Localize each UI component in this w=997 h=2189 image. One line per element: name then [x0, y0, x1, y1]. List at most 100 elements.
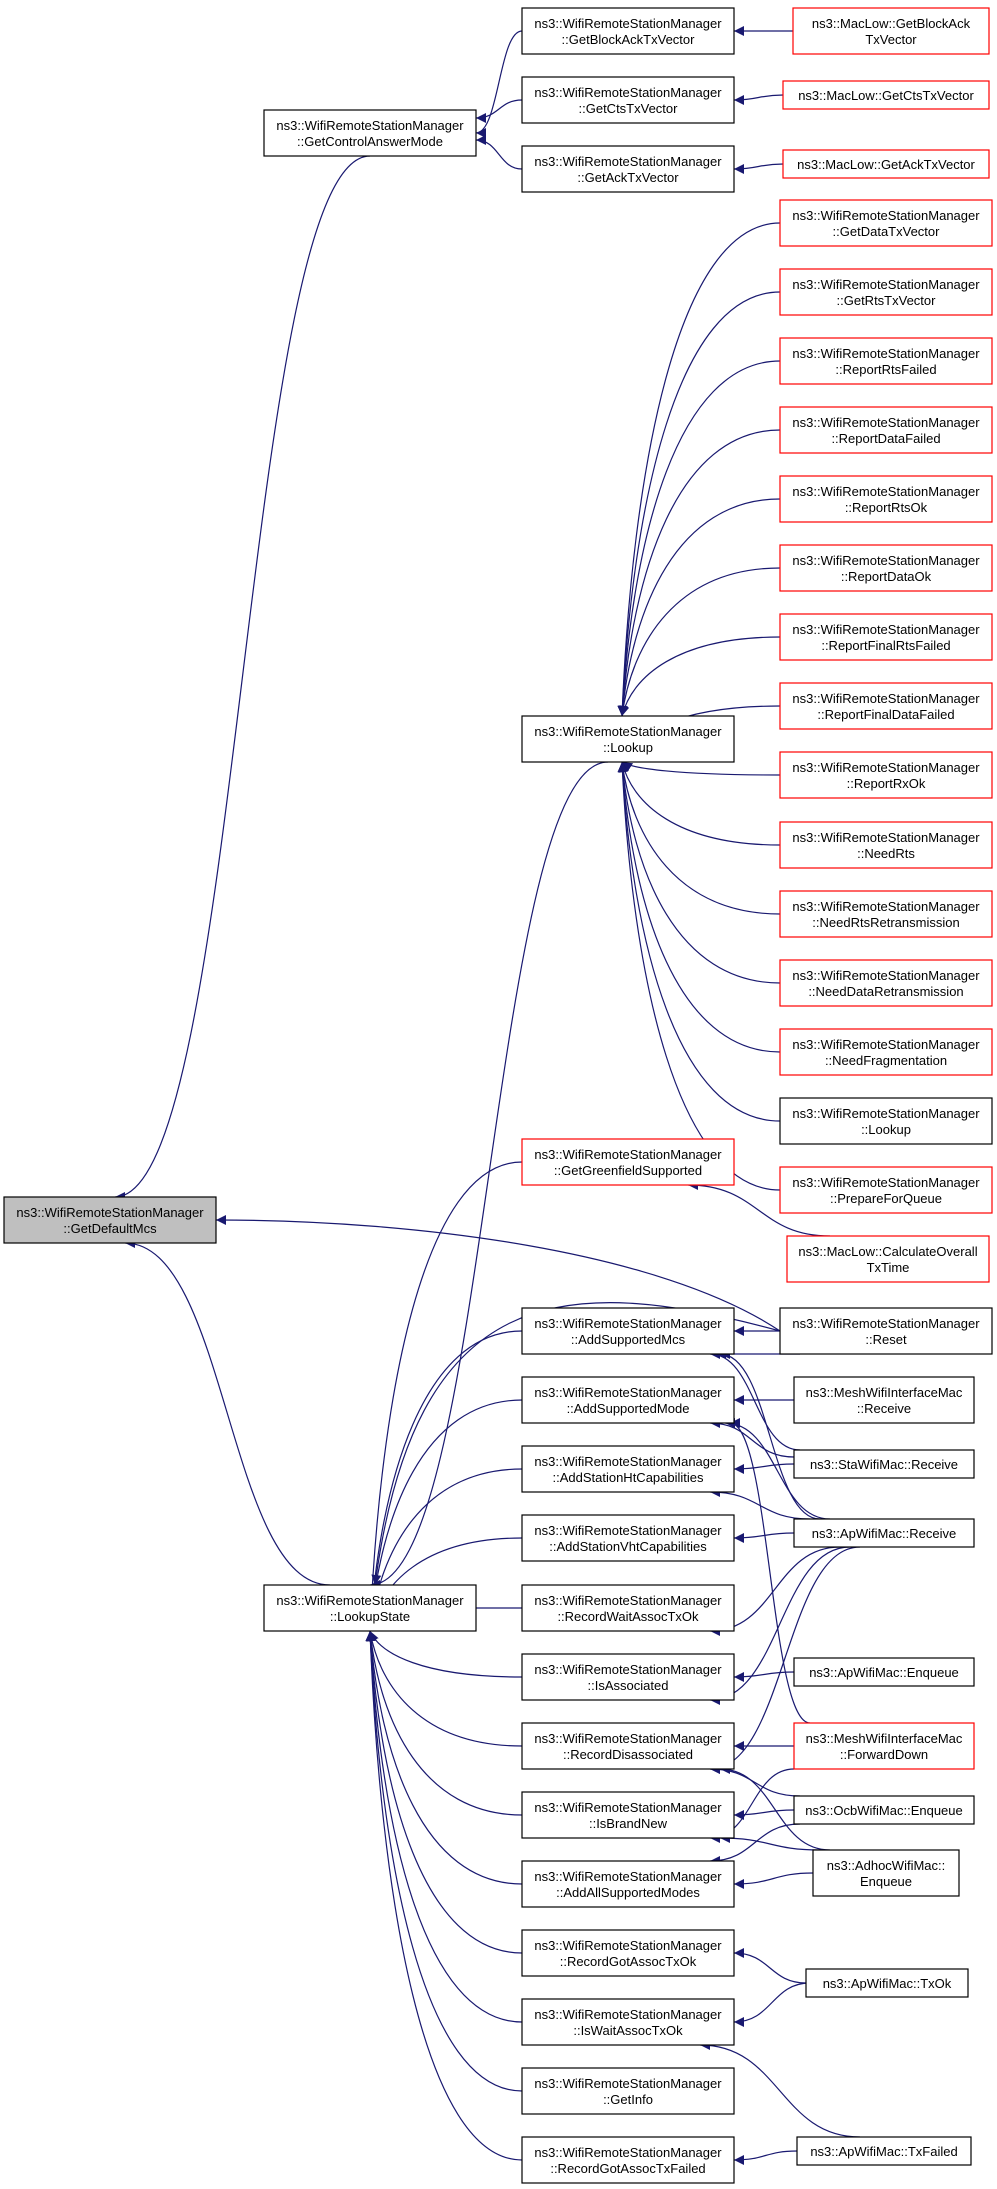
node-n38[interactable]: ns3::WifiRemoteStationManager::PrepareFo… [779, 1166, 993, 1214]
edge-n35-to-lookup [617, 761, 781, 984]
node-n7[interactable]: ns3::WifiRemoteStationManager::GetGreenf… [521, 1138, 735, 1186]
node-n10[interactable]: ns3::WifiRemoteStationManager::AddStatio… [521, 1445, 735, 1493]
node-n16[interactable]: ns3::WifiRemoteStationManager::AddAllSup… [521, 1860, 735, 1908]
node-n30[interactable]: ns3::WifiRemoteStationManager::ReportFin… [779, 613, 993, 661]
node-n37[interactable]: ns3::WifiRemoteStationManager::Lookup [779, 1097, 993, 1145]
edge-n14-to-lookupstate [366, 1630, 523, 1747]
node-label: TxTime [867, 1260, 910, 1275]
node-n8[interactable]: ns3::WifiRemoteStationManager::AddSuppor… [521, 1307, 735, 1355]
node-label: ::PrepareForQueue [830, 1191, 942, 1206]
node-n31[interactable]: ns3::WifiRemoteStationManager::ReportFin… [779, 682, 993, 730]
node-n15[interactable]: ns3::WifiRemoteStationManager::IsBrandNe… [521, 1791, 735, 1839]
node-n13[interactable]: ns3::WifiRemoteStationManager::IsAssocia… [521, 1653, 735, 1701]
node-box [779, 475, 993, 523]
node-box [779, 959, 993, 1007]
node-label: ns3::WifiRemoteStationManager [534, 1731, 722, 1746]
node-box [521, 1653, 735, 1701]
node-box [521, 1514, 735, 1562]
node-n26[interactable]: ns3::WifiRemoteStationManager::ReportRts… [779, 337, 993, 385]
node-n41[interactable]: ns3::MeshWifiInterfaceMac::Receive [793, 1376, 975, 1424]
node-n44[interactable]: ns3::ApWifiMac::Enqueue [793, 1657, 975, 1687]
edge-adhoc-to-disassoc [719, 1764, 831, 1851]
node-label: ::Receive [857, 1401, 911, 1416]
node-n9[interactable]: ns3::WifiRemoteStationManager::AddSuppor… [521, 1376, 735, 1424]
node-box [779, 199, 993, 247]
node-label: ::Reset [865, 1332, 907, 1347]
node-n4[interactable]: ns3::WifiRemoteStationManager::GetCtsTxV… [521, 76, 735, 124]
edge-n24-to-lookup [617, 222, 781, 717]
node-n12[interactable]: ns3::WifiRemoteStationManager::RecordWai… [521, 1584, 735, 1632]
node-n32[interactable]: ns3::WifiRemoteStationManager::ReportRxO… [779, 751, 993, 799]
node-n42[interactable]: ns3::StaWifiMac::Receive [793, 1449, 975, 1479]
node-box [521, 1791, 735, 1839]
node-n46[interactable]: ns3::OcbWifiMac::Enqueue [793, 1795, 975, 1825]
node-n27[interactable]: ns3::WifiRemoteStationManager::ReportDat… [779, 406, 993, 454]
edge-n16-to-lookupstate [365, 1630, 523, 1885]
node-n40[interactable]: ns3::WifiRemoteStationManager::Reset [779, 1307, 993, 1355]
node-n21[interactable]: ns3::MacLow::GetBlockAckTxVector [792, 7, 990, 55]
node-box [793, 1795, 975, 1825]
node-n22[interactable]: ns3::MacLow::GetCtsTxVector [782, 80, 990, 110]
node-n47[interactable]: ns3::AdhocWifiMac::Enqueue [812, 1849, 960, 1897]
node-label: ::IsAssociated [588, 1678, 669, 1693]
node-label: ns3::ApWifiMac::TxOk [823, 1976, 952, 1991]
node-box [796, 2136, 972, 2166]
node-n2[interactable]: ns3::WifiRemoteStationManager::LookupSta… [263, 1584, 477, 1632]
node-label: ::GetCtsTxVector [579, 101, 679, 116]
node-label: ns3::MacLow::GetBlockAck [812, 16, 971, 31]
node-label: ::NeedRtsRetransmission [812, 915, 959, 930]
edge-adhoc-to-brandnew [719, 1833, 821, 1851]
node-n43[interactable]: ns3::ApWifiMac::Receive [793, 1518, 975, 1548]
edge-apenq-to-isassoc [733, 1671, 795, 1682]
node-n0[interactable]: ns3::WifiRemoteStationManager::GetDefaul… [3, 1196, 217, 1244]
node-n35[interactable]: ns3::WifiRemoteStationManager::NeedDataR… [779, 959, 993, 1007]
node-n45[interactable]: ns3::MeshWifiInterfaceMac::ForwardDown [793, 1722, 975, 1770]
node-n18[interactable]: ns3::WifiRemoteStationManager::IsWaitAss… [521, 1998, 735, 2046]
node-label: TxVector [865, 32, 917, 47]
node-label: ::ReportRtsOk [845, 500, 928, 515]
node-n23[interactable]: ns3::MacLow::GetAckTxVector [782, 149, 990, 179]
node-label: ::GetRtsTxVector [837, 293, 937, 308]
node-n3[interactable]: ns3::WifiRemoteStationManager::GetBlockA… [521, 7, 735, 55]
node-label: ::AddAllSupportedModes [556, 1885, 700, 1900]
node-n48[interactable]: ns3::ApWifiMac::TxOk [805, 1968, 969, 1998]
node-n11[interactable]: ns3::WifiRemoteStationManager::AddStatio… [521, 1514, 735, 1562]
node-n25[interactable]: ns3::WifiRemoteStationManager::GetRtsTxV… [779, 268, 993, 316]
node-n14[interactable]: ns3::WifiRemoteStationManager::RecordDis… [521, 1722, 735, 1770]
node-n20[interactable]: ns3::WifiRemoteStationManager::RecordGot… [521, 2136, 735, 2184]
node-n36[interactable]: ns3::WifiRemoteStationManager::NeedFragm… [779, 1028, 993, 1076]
node-label: ::RecordGotAssocTxFailed [550, 2161, 705, 2176]
node-n1[interactable]: ns3::WifiRemoteStationManager::GetContro… [263, 109, 477, 157]
edge-blockack-to-control [475, 30, 523, 138]
node-n34[interactable]: ns3::WifiRemoteStationManager::NeedRtsRe… [779, 890, 993, 938]
edge-n15-to-lookupstate [366, 1630, 523, 1816]
node-box [521, 1929, 735, 1977]
node-label: ::IsWaitAssocTxOk [573, 2023, 683, 2038]
node-label: ::GetBlockAckTxVector [562, 32, 696, 47]
node-n19[interactable]: ns3::WifiRemoteStationManager::GetInfo [521, 2067, 735, 2115]
node-box [3, 1196, 217, 1244]
node-label: ::ReportRxOk [847, 776, 926, 791]
node-n49[interactable]: ns3::ApWifiMac::TxFailed [796, 2136, 972, 2166]
node-n17[interactable]: ns3::WifiRemoteStationManager::RecordGot… [521, 1929, 735, 1977]
node-n5[interactable]: ns3::WifiRemoteStationManager::GetAckTxV… [521, 145, 735, 193]
node-label: ::ReportDataOk [841, 569, 932, 584]
node-n33[interactable]: ns3::WifiRemoteStationManager::NeedRts [779, 821, 993, 869]
node-box [521, 7, 735, 55]
node-n29[interactable]: ns3::WifiRemoteStationManager::ReportDat… [779, 544, 993, 592]
node-label: ::RecordGotAssocTxOk [560, 1954, 697, 1969]
node-n24[interactable]: ns3::WifiRemoteStationManager::GetDataTx… [779, 199, 993, 247]
node-n6[interactable]: ns3::WifiRemoteStationManager::Lookup [521, 715, 735, 763]
node-box [521, 715, 735, 763]
edge-n33-to-lookup [619, 761, 781, 846]
node-label: ns3::WifiRemoteStationManager [534, 2145, 722, 2160]
node-box [782, 80, 990, 110]
node-n28[interactable]: ns3::WifiRemoteStationManager::ReportRts… [779, 475, 993, 523]
node-label: ::Lookup [603, 740, 653, 755]
node-label: ns3::WifiRemoteStationManager [534, 1662, 722, 1677]
node-box [779, 1166, 993, 1214]
node-label: ns3::WifiRemoteStationManager [534, 1800, 722, 1815]
edge-maclow-cts [733, 94, 784, 105]
node-label: ns3::MacLow::GetCtsTxVector [798, 88, 974, 103]
